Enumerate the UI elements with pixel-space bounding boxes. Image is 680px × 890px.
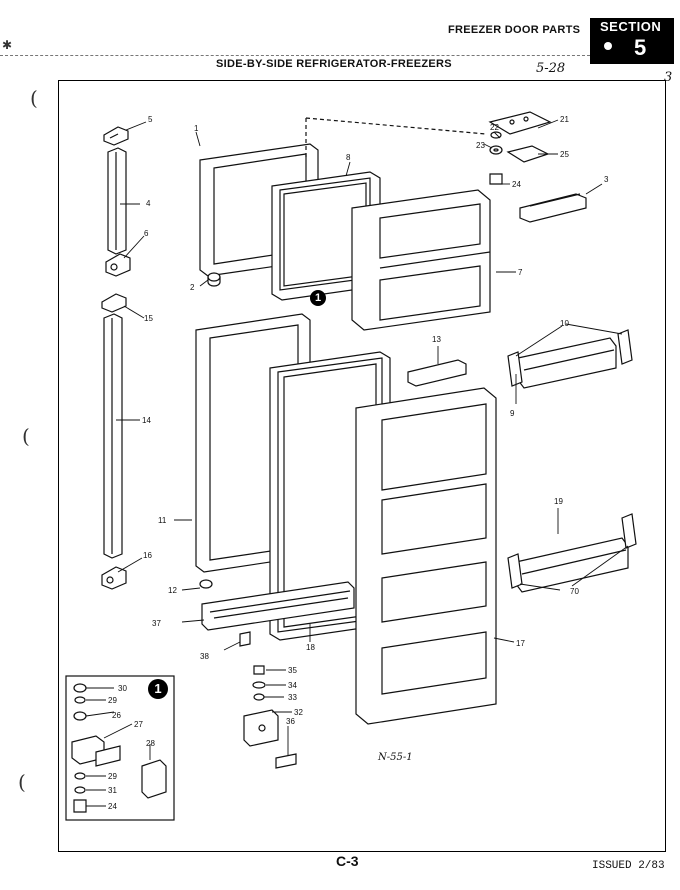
callout-1: 1 [194,124,199,133]
section-dot-icon [604,42,612,50]
part-15-drawing [101,293,127,313]
part-13-drawing [407,359,467,387]
binder-hole-mark: ( [18,770,26,794]
part-10-drawing [507,329,633,387]
detail-inset-box [65,675,175,821]
callout-38: 38 [200,652,209,661]
part-4-drawing [107,147,127,255]
part-19-drawing [515,537,629,593]
section-number: 5 [634,35,647,60]
callout-6: 6 [144,229,149,238]
part-38-drawing [239,631,251,647]
part-23-drawing [489,145,503,155]
part-17-drawing [355,387,497,725]
page-code: C-3 [336,853,359,869]
part-70-drawing [507,513,637,589]
callout-5: 5 [148,115,153,124]
callout-18: 18 [306,643,315,652]
section-label: SECTION [600,19,662,34]
part-14-drawing [103,313,123,559]
part-33-drawing [253,693,265,701]
callout-19: 19 [554,497,563,506]
scan-mark: ✱ [2,38,13,52]
callout-11: 11 [158,516,167,525]
header-subtitle: SIDE-BY-SIDE REFRIGERATOR-FREEZERS [216,58,452,70]
callout-13: 13 [432,335,441,344]
callout-12: 12 [168,586,177,595]
part-22-drawing [490,131,502,139]
callout-30: 30 [118,684,127,693]
callout-28: 28 [146,739,155,748]
detail-inset-marker: 1 [148,679,168,699]
detail-reference-marker: 1 [310,290,326,306]
part-2-drawing [207,272,221,287]
callout-33: 33 [288,693,297,702]
part-16-drawing [101,566,127,590]
callout-27: 27 [134,720,143,729]
callout-26: 26 [112,711,121,720]
callout-36: 36 [286,717,295,726]
callout-3: 3 [604,175,609,184]
callout-7: 7 [518,268,523,277]
callout-31: 31 [108,786,117,795]
callout-24: 24 [512,180,521,189]
callout-24b: 24 [108,802,117,811]
callout-32: 32 [294,708,303,717]
callout-25: 25 [560,150,569,159]
part-35-drawing [253,665,265,675]
header-title: FREEZER DOOR PARTS [448,24,581,36]
part-24-drawing [489,173,503,185]
callout-29b: 29 [108,772,117,781]
callout-10: 10 [560,319,569,328]
callout-70: 70 [570,587,579,596]
part-36-drawing [275,753,297,769]
part-5-drawing [103,126,129,146]
callout-9: 9 [510,409,515,418]
callout-22: 22 [490,123,499,132]
callout-35: 35 [288,666,297,675]
issued-date: ISSUED 2/83 [592,860,665,872]
callout-16: 16 [143,551,152,560]
binder-hole-mark: ( [22,424,30,448]
callout-4: 4 [146,199,151,208]
callout-34: 34 [288,681,297,690]
part-32-drawing [243,709,279,747]
part-34-drawing [252,681,266,689]
handwritten-page-number: 3 [664,70,673,85]
callout-21: 21 [560,115,569,124]
part-6-drawing [105,253,131,277]
callout-17: 17 [516,639,525,648]
section-badge: SECTION 5 [590,18,674,64]
callout-8: 8 [346,153,351,162]
callout-29: 29 [108,696,117,705]
callout-2: 2 [190,283,195,292]
part-7-drawing [351,189,491,331]
header-divider [0,55,590,56]
part-21-drawing [488,111,552,135]
callout-37: 37 [152,619,161,628]
handwritten-date: 5-28 [536,61,566,76]
part-12-drawing [199,579,213,589]
part-37-drawing [201,581,355,631]
binder-hole-mark: ( [30,86,38,110]
callout-15: 15 [144,314,153,323]
callout-23: 23 [476,141,485,150]
diagram-frame [58,80,666,852]
drawing-code: N-55-1 [378,752,413,763]
callout-14: 14 [142,416,151,425]
part-3-drawing [519,193,587,223]
